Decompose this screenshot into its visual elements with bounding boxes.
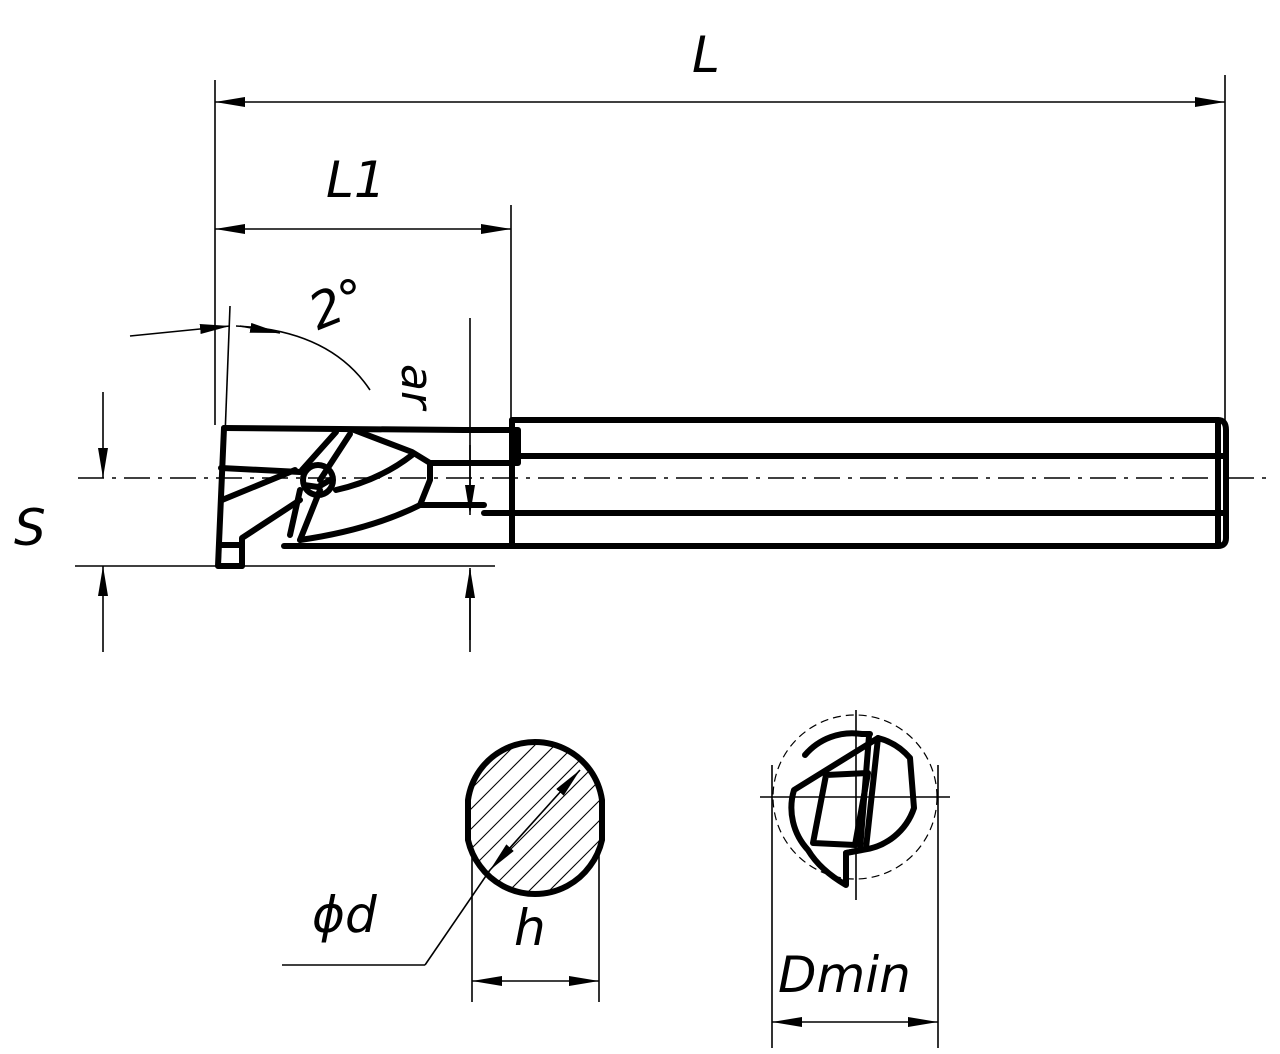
ar-label: ar (391, 364, 442, 412)
dimension-S: S (14, 392, 495, 652)
dimension-ar: ar (391, 318, 475, 652)
section-view: ϕd h (282, 739, 605, 1002)
tool-shank (509, 417, 1229, 549)
dimension-L1: L1 (215, 151, 512, 420)
end-view: Dmin (760, 710, 950, 1048)
h-label: h (514, 899, 546, 957)
tool-neck (427, 417, 521, 549)
section-hatching (468, 741, 602, 895)
tool-head (215, 425, 491, 569)
dimension-angle: 2° (129, 267, 375, 567)
dimension-L: L (214, 26, 1226, 430)
S-label: S (14, 499, 46, 557)
Dmin-label: Dmin (778, 946, 911, 1004)
angle-label: 2° (301, 267, 375, 342)
dimension-label-L: L (692, 26, 720, 84)
diameter-label: ϕd (312, 886, 377, 944)
dimension-label-L1: L1 (326, 151, 386, 209)
